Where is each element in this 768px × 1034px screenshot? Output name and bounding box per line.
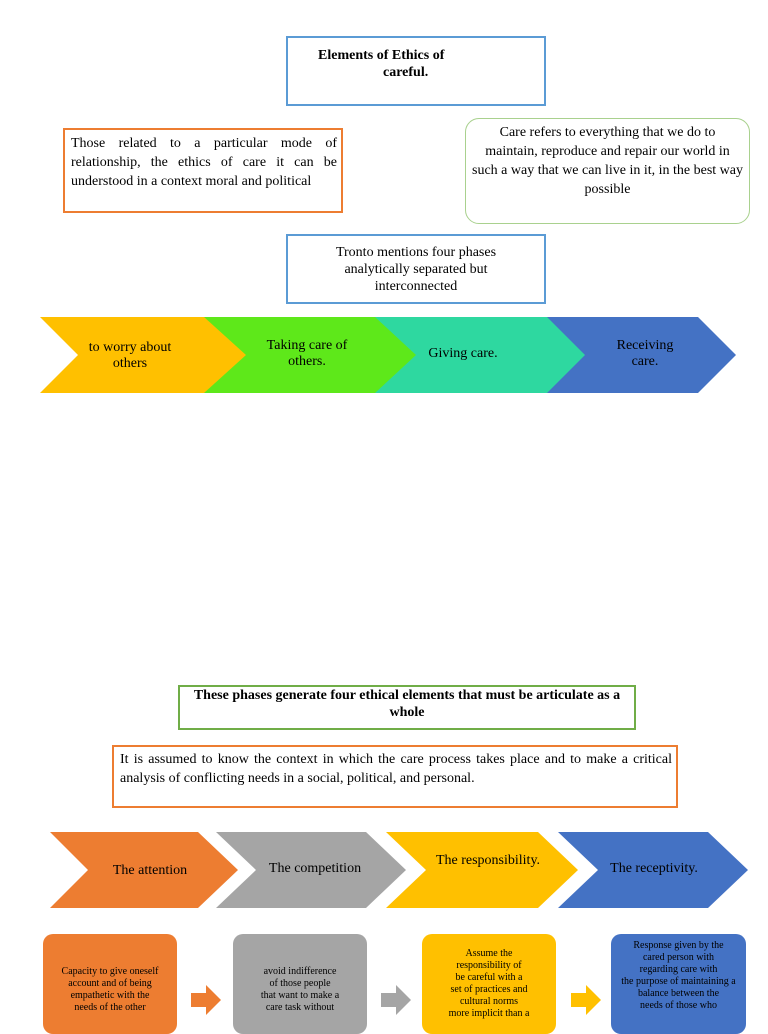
arrow-shape-2 bbox=[381, 985, 411, 1015]
element-label-3: The responsibility. bbox=[435, 853, 541, 868]
context-analysis-text: It is assumed to know the context in whi… bbox=[120, 752, 672, 786]
phases-chevron-row bbox=[40, 317, 736, 393]
right-arrow-icon bbox=[191, 985, 221, 1015]
ethical-elements-title-box: These phases generate four ethical eleme… bbox=[178, 685, 636, 730]
context-analysis-box: It is assumed to know the context in whi… bbox=[112, 745, 678, 808]
card-line: Assume the bbox=[465, 948, 513, 959]
card-line: empathetic with the bbox=[70, 990, 150, 1001]
arrow-shape-3 bbox=[571, 985, 601, 1015]
card-line: cultural norms bbox=[459, 996, 519, 1007]
card-line: Response given by the bbox=[633, 940, 724, 951]
tronto-text: Tronto mentions four phases analytically… bbox=[335, 245, 497, 294]
attention-card: Capacity to give oneself account and of … bbox=[43, 934, 177, 1034]
card-line: avoid indifference bbox=[263, 966, 337, 977]
card-line: be careful with a bbox=[455, 972, 523, 983]
card-line: needs of the other bbox=[74, 1002, 146, 1013]
ethical-elements-title: These phases generate four ethical eleme… bbox=[193, 688, 621, 720]
card-line: responsibility of bbox=[456, 960, 522, 971]
element-chevron-3 bbox=[386, 832, 578, 908]
relationship-text: Those related to a particular mode of re… bbox=[71, 136, 337, 189]
element-label-1: The attention bbox=[112, 863, 188, 878]
card-line: set of practices and bbox=[450, 984, 528, 995]
card-line: account and of being bbox=[68, 978, 152, 989]
card-line: needs of those who bbox=[640, 1000, 717, 1011]
phase-chevron-1 bbox=[40, 317, 264, 393]
element-chevron-1 bbox=[50, 832, 238, 908]
card-line: that want to make a bbox=[260, 990, 340, 1001]
care-definition-box: Care refers to everything that we do to … bbox=[465, 118, 750, 224]
responsibility-card: Assume the responsibility of be careful … bbox=[422, 934, 556, 1034]
phase-chevron-3 bbox=[375, 317, 599, 393]
element-label-4: The receptivity. bbox=[610, 861, 698, 876]
right-arrow-icon bbox=[571, 985, 601, 1015]
card-line: more implicit than a bbox=[448, 1008, 530, 1019]
title-box: Elements of Ethics of careful. bbox=[286, 36, 546, 106]
receptivity-card: Response given by the cared person with … bbox=[611, 934, 746, 1034]
arrow-shape-1 bbox=[191, 985, 221, 1015]
care-definition-text: Care refers to everything that we do to … bbox=[472, 125, 743, 197]
competition-card: avoid indifference of those people that … bbox=[233, 934, 367, 1034]
card-line: care task without bbox=[265, 1002, 335, 1013]
phase-label-2: Taking care of others. bbox=[266, 338, 348, 369]
phase-label-4: Receiving care. bbox=[616, 338, 674, 369]
title-line-2: careful. bbox=[383, 65, 429, 80]
relationship-box: Those related to a particular mode of re… bbox=[63, 128, 343, 213]
phase-chevron-4 bbox=[547, 317, 736, 393]
card-line: of those people bbox=[269, 978, 331, 989]
phase-chevron-2 bbox=[204, 317, 429, 393]
card-line: cared person with bbox=[642, 952, 715, 963]
card-line: the purpose of maintaining a bbox=[621, 976, 736, 987]
phase-label-1: to worry about others bbox=[88, 340, 172, 371]
right-arrow-icon bbox=[381, 985, 411, 1015]
card-line: regarding care with bbox=[639, 964, 718, 975]
element-label-2: The competition bbox=[268, 861, 362, 876]
phase-label-3: Giving care. bbox=[428, 346, 498, 361]
element-chevron-2 bbox=[216, 832, 406, 908]
tronto-box: Tronto mentions four phases analytically… bbox=[286, 234, 546, 304]
card-line: Capacity to give oneself bbox=[61, 966, 159, 977]
title-line-1: Elements of Ethics of bbox=[318, 48, 445, 63]
card-line: balance between the bbox=[637, 988, 720, 999]
elements-chevron-row bbox=[50, 832, 748, 908]
element-chevron-4 bbox=[558, 832, 748, 908]
